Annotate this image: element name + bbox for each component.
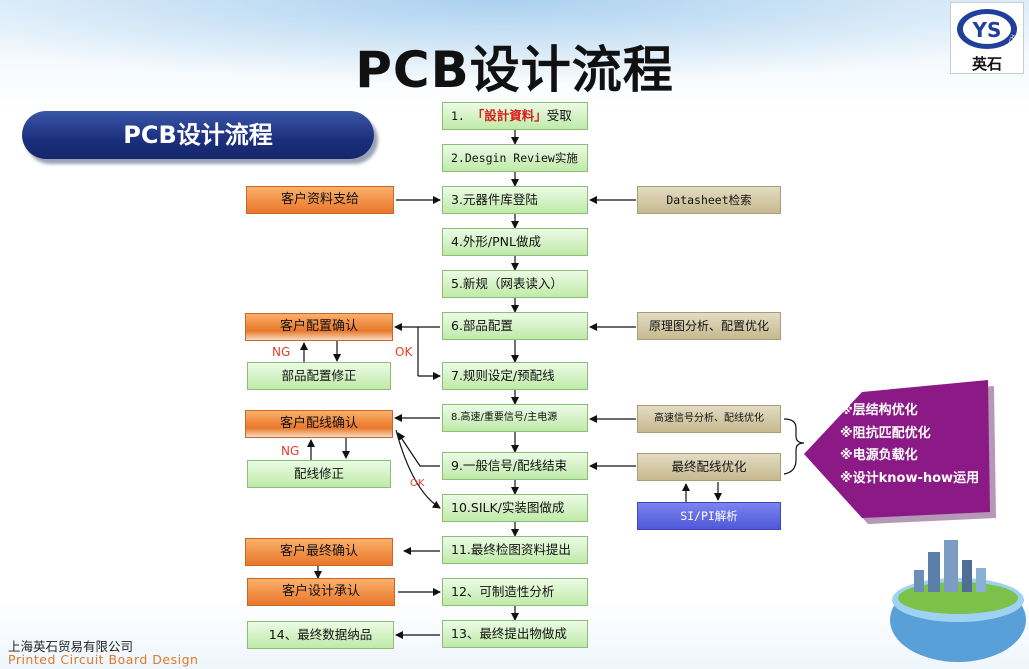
ok-label-placement: OK bbox=[395, 345, 413, 359]
customer-final-confirm: 客户最终确认 bbox=[245, 538, 393, 566]
optimization-item: ※阻抗匹配优化 bbox=[840, 425, 931, 441]
step-1-design-data: 1. 「設計資料」受取 bbox=[442, 102, 588, 130]
si-pi-analysis: SI/PI解析 bbox=[637, 502, 781, 530]
optimization-chevron bbox=[804, 380, 990, 518]
section-pill: PCB设计流程 bbox=[22, 111, 374, 159]
step-7-rules-prerouting: 7.规则设定/预配线 bbox=[442, 362, 588, 390]
customer-data-supply: 客户资料支给 bbox=[246, 186, 394, 214]
optimization-item: ※设计know-how运用 bbox=[840, 470, 980, 486]
step-4-outline-panel: 4.外形/PNL做成 bbox=[442, 228, 588, 256]
highspeed-analysis: 高速信号分析、配线优化 bbox=[637, 405, 781, 433]
ok-label-routing: OK bbox=[410, 478, 425, 489]
optimization-item: ※层结构优化 bbox=[840, 403, 918, 418]
step-13-deliverables: 13、最终提出物做成 bbox=[442, 620, 588, 648]
datasheet-search: Datasheet检索 bbox=[637, 186, 781, 214]
step-1-prefix: 1. bbox=[451, 109, 472, 123]
footer-company: 上海英石贸易有限公司 bbox=[8, 639, 134, 654]
placement-fix: 部品配置修正 bbox=[247, 362, 391, 390]
customer-routing-confirm: 客户配线确认 bbox=[245, 410, 393, 438]
step-2-design-review: 2.Desgin Review实施 bbox=[442, 144, 588, 172]
ng-label-placement: NG bbox=[272, 345, 291, 359]
step-12-dfm-analysis: 12、可制造性分析 bbox=[442, 578, 588, 606]
step-10-silk-assembly: 10.SILK/实装图做成 bbox=[442, 494, 588, 522]
footer-tagline: Printed Circuit Board Design bbox=[8, 652, 199, 667]
step-14-final-delivery: 14、最终数据纳品 bbox=[247, 621, 394, 649]
logo-text: 英石 bbox=[971, 55, 1002, 73]
logo-mark-text: YS bbox=[972, 18, 1002, 42]
routing-fix: 配线修正 bbox=[247, 460, 391, 488]
step-1-suffix: 受取 bbox=[546, 108, 572, 123]
customer-placement-confirm: 客户配置确认 bbox=[245, 313, 393, 341]
globe-city-icon bbox=[890, 540, 1026, 662]
logo-mark-icon: YS TECH bbox=[957, 9, 1018, 52]
step-3-component-library: 3.元器件库登陆 bbox=[442, 186, 588, 214]
final-routing-optimization: 最终配线优化 bbox=[637, 453, 781, 481]
page-title: PCB设计流程 bbox=[355, 41, 674, 99]
step-8-highspeed-routing: 8.高速/重要信号/主电源 bbox=[442, 404, 588, 432]
step-5-netlist-import: 5.新规（网表读入） bbox=[442, 270, 588, 298]
logo: YS TECH 英石 bbox=[950, 2, 1024, 74]
step-6-placement: 6.部品配置 bbox=[442, 312, 588, 340]
customer-design-approval: 客户设计承认 bbox=[247, 578, 395, 606]
step-1-highlight: 「設計資料」 bbox=[471, 108, 547, 123]
schematic-analysis: 原理图分析、配置优化 bbox=[637, 312, 781, 340]
step-11-final-check: 11.最终检图资料提出 bbox=[442, 536, 588, 564]
ng-label-routing: NG bbox=[281, 444, 300, 458]
optimization-item: ※电源负载化 bbox=[840, 448, 918, 463]
optimization-list: ※层结构优化 ※阻抗匹配优化 ※电源负载化 ※设计know-how运用 bbox=[840, 400, 979, 490]
step-9-general-routing: 9.一般信号/配线结束 bbox=[442, 452, 588, 480]
